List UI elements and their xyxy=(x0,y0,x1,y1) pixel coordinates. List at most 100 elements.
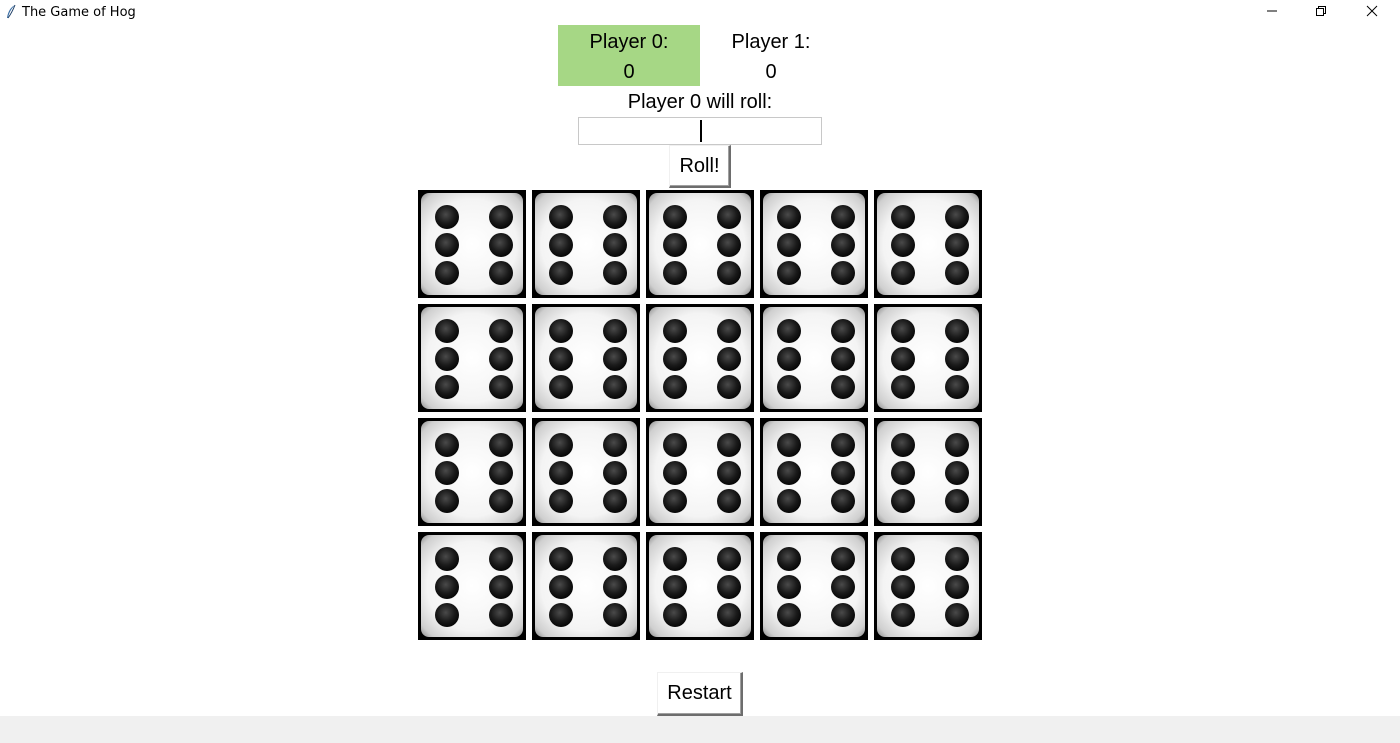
die-pip xyxy=(717,489,741,513)
die-pip xyxy=(831,261,855,285)
die-pip xyxy=(891,433,915,457)
die-6 xyxy=(418,304,526,412)
die-pip xyxy=(891,261,915,285)
die-11 xyxy=(418,418,526,526)
roll-prompt: Player 0 will roll: xyxy=(627,91,773,113)
die-9 xyxy=(760,304,868,412)
die-pip xyxy=(777,489,801,513)
die-pip xyxy=(603,347,627,371)
die-pip xyxy=(435,205,459,229)
die-pip xyxy=(717,319,741,343)
die-pip xyxy=(891,319,915,343)
die-pip xyxy=(663,319,687,343)
die-pip xyxy=(663,261,687,285)
minimize-button[interactable] xyxy=(1249,0,1295,26)
status-bar xyxy=(0,716,1400,743)
restart-button[interactable]: Restart xyxy=(657,672,743,716)
die-face xyxy=(649,421,751,523)
die-face xyxy=(535,535,637,637)
die-pip xyxy=(663,433,687,457)
dice-grid xyxy=(418,190,982,640)
die-pip xyxy=(717,547,741,571)
die-pip xyxy=(831,433,855,457)
die-pip xyxy=(489,319,513,343)
die-8 xyxy=(646,304,754,412)
die-pip xyxy=(549,575,573,599)
die-face xyxy=(421,535,523,637)
die-pip xyxy=(717,575,741,599)
die-pip xyxy=(549,205,573,229)
die-4 xyxy=(760,190,868,298)
die-pip xyxy=(549,375,573,399)
die-face xyxy=(421,307,523,409)
die-pip xyxy=(945,375,969,399)
restore-button[interactable] xyxy=(1298,0,1344,26)
die-pip xyxy=(945,489,969,513)
die-pip xyxy=(435,347,459,371)
die-pip xyxy=(603,575,627,599)
text-caret xyxy=(700,120,702,142)
roll-button[interactable]: Roll! xyxy=(669,145,731,188)
die-20 xyxy=(874,532,982,640)
die-pip xyxy=(435,233,459,257)
feather-icon xyxy=(5,4,17,20)
die-pip xyxy=(603,233,627,257)
die-pip xyxy=(945,261,969,285)
die-pip xyxy=(549,461,573,485)
die-pip xyxy=(777,261,801,285)
die-pip xyxy=(489,205,513,229)
die-pip xyxy=(831,575,855,599)
die-pip xyxy=(603,461,627,485)
die-pip xyxy=(945,603,969,627)
die-pip xyxy=(891,205,915,229)
die-pip xyxy=(717,233,741,257)
roll-count-input[interactable] xyxy=(578,117,822,145)
die-pip xyxy=(663,575,687,599)
die-pip xyxy=(777,347,801,371)
die-pip xyxy=(663,547,687,571)
die-pip xyxy=(831,489,855,513)
die-pip xyxy=(777,319,801,343)
die-pip xyxy=(435,489,459,513)
title-bar[interactable]: The Game of Hog xyxy=(0,0,1400,26)
die-pip xyxy=(891,547,915,571)
die-pip xyxy=(945,347,969,371)
die-pip xyxy=(663,347,687,371)
die-pip xyxy=(489,233,513,257)
die-pip xyxy=(489,461,513,485)
die-pip xyxy=(549,233,573,257)
die-pip xyxy=(831,347,855,371)
die-pip xyxy=(489,433,513,457)
die-pip xyxy=(717,433,741,457)
die-pip xyxy=(663,375,687,399)
die-pip xyxy=(603,433,627,457)
die-5 xyxy=(874,190,982,298)
die-pip xyxy=(435,261,459,285)
die-pip xyxy=(435,603,459,627)
close-button[interactable] xyxy=(1349,0,1395,26)
die-face xyxy=(649,193,751,295)
die-pip xyxy=(663,603,687,627)
die-face xyxy=(877,535,979,637)
die-pip xyxy=(891,489,915,513)
player-1-label: Player 1: xyxy=(731,31,811,53)
die-pip xyxy=(549,319,573,343)
die-pip xyxy=(435,461,459,485)
die-pip xyxy=(777,205,801,229)
die-face xyxy=(421,193,523,295)
die-pip xyxy=(831,205,855,229)
die-face xyxy=(763,193,865,295)
die-pip xyxy=(489,575,513,599)
die-pip xyxy=(777,233,801,257)
die-pip xyxy=(891,347,915,371)
player-0-label: Player 0: xyxy=(589,31,669,53)
die-12 xyxy=(532,418,640,526)
die-pip xyxy=(945,461,969,485)
die-face xyxy=(877,193,979,295)
die-pip xyxy=(945,433,969,457)
die-pip xyxy=(891,375,915,399)
die-pip xyxy=(945,319,969,343)
die-pip xyxy=(549,347,573,371)
die-pip xyxy=(891,603,915,627)
